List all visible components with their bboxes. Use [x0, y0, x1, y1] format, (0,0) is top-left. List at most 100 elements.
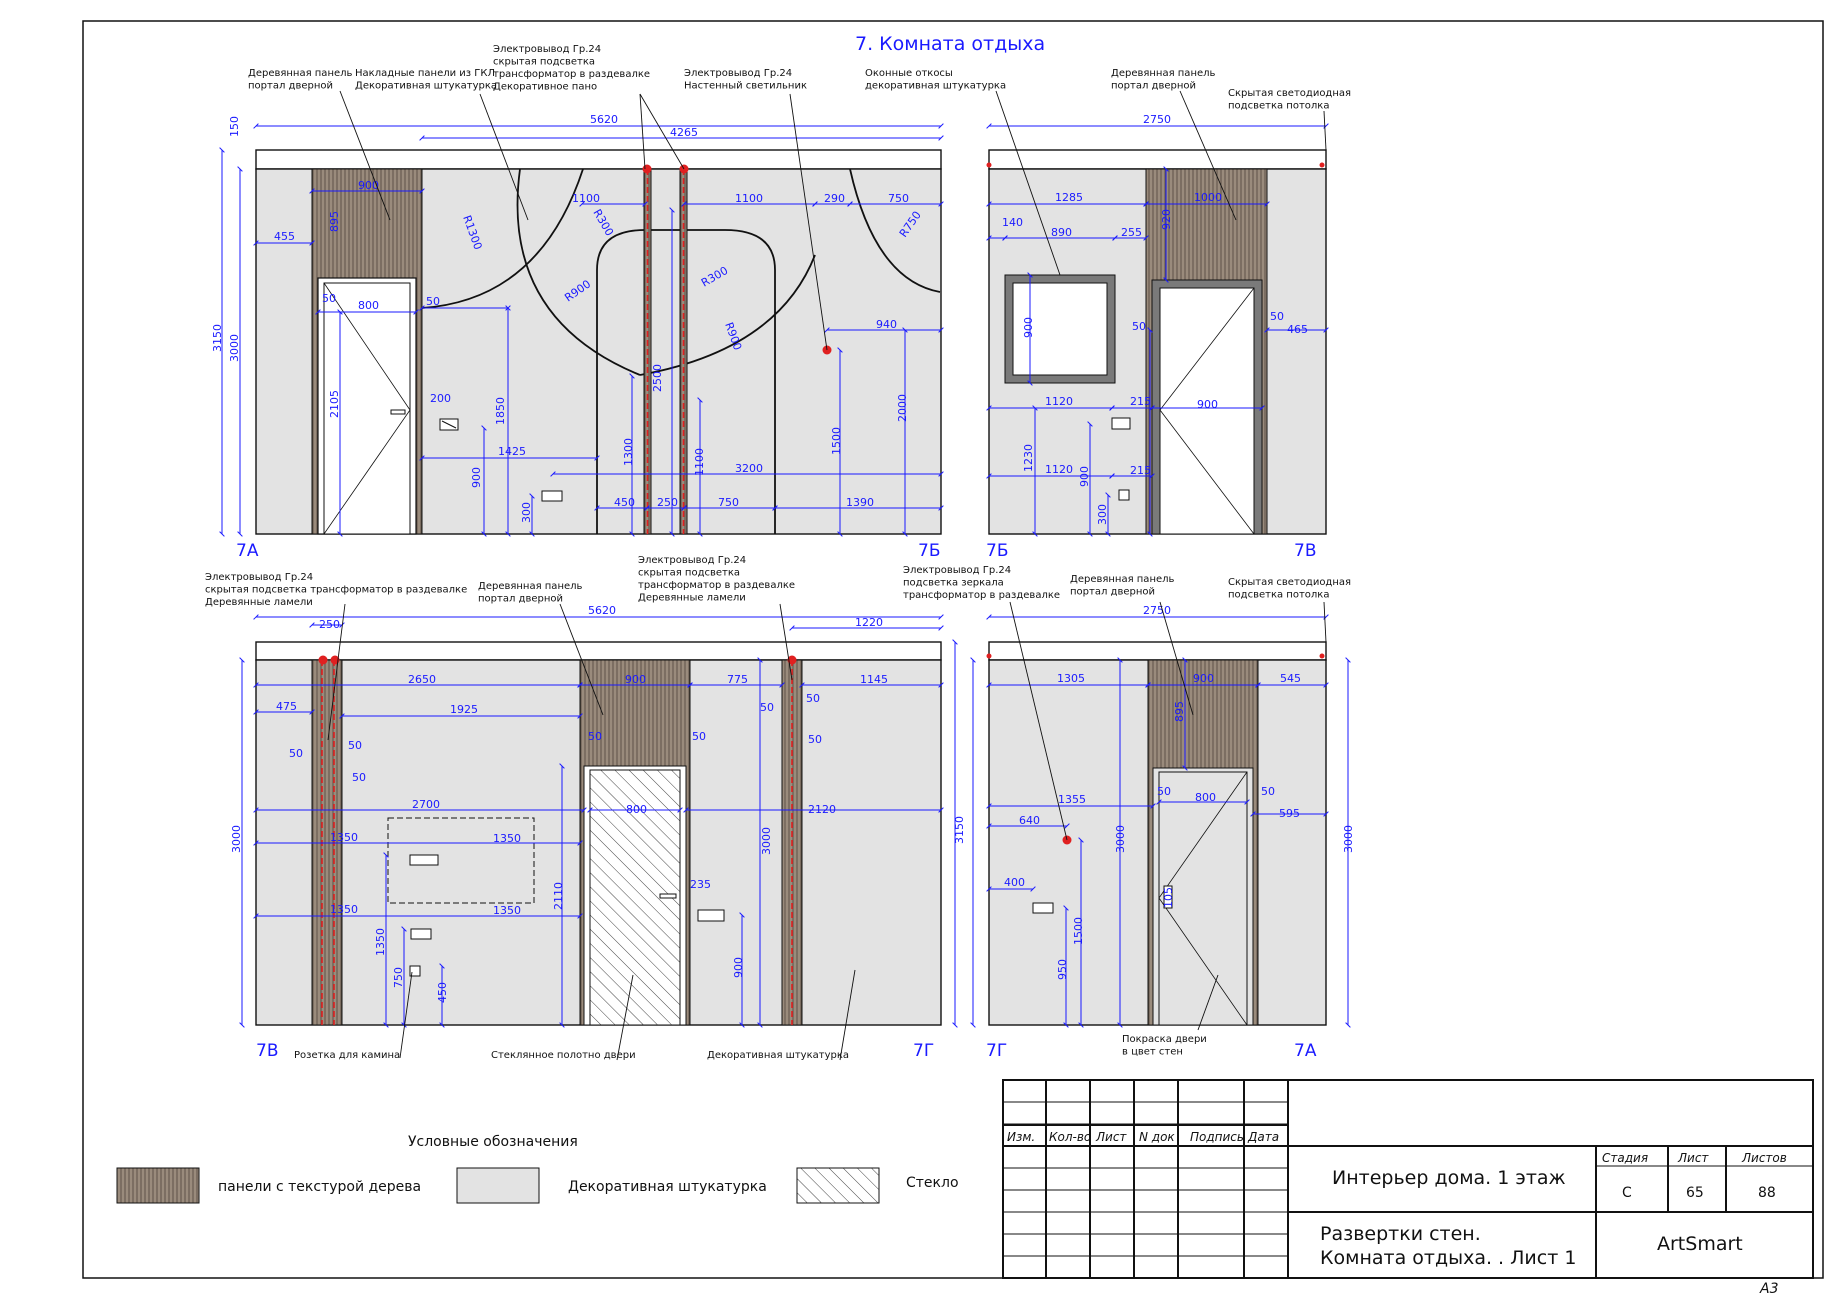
- dim-label: 5620: [590, 113, 618, 126]
- electrical-point: [986, 653, 992, 659]
- dim-label: 300: [1096, 504, 1109, 525]
- dim-label: 3150: [211, 324, 224, 352]
- dimension-lines: [952, 614, 1351, 1028]
- dim-label: 250: [319, 618, 340, 631]
- dim-label: 2500: [651, 364, 664, 392]
- dim-label: 255: [1121, 226, 1142, 239]
- dim-label: 900: [1022, 317, 1035, 338]
- tb-sheet-label: Лист: [1677, 1151, 1709, 1165]
- elevation-7a-7b: 5620 4265 150 3150 3000 900 895 455 50 8…: [211, 44, 944, 561]
- legend-label: Декоративная штукатурка: [568, 1179, 767, 1195]
- dim-label: 50: [1132, 320, 1146, 333]
- dim-label: 900: [732, 957, 745, 978]
- dim-label: 940: [876, 318, 897, 331]
- electrical-point: [986, 162, 992, 168]
- tb-header: Кол-во: [1049, 1130, 1091, 1144]
- electrical-point: [330, 655, 340, 665]
- dim-label: 50: [289, 747, 303, 760]
- dim-label: 1305: [1057, 672, 1085, 685]
- dim-label: 2105: [328, 390, 341, 418]
- dim-label: 900: [470, 467, 483, 488]
- electrical-point: [318, 655, 328, 665]
- dim-label: 920: [1160, 209, 1173, 230]
- dim-label: 750: [718, 496, 739, 509]
- dim-label: 895: [328, 211, 341, 232]
- ceiling-strip: [988, 149, 1327, 170]
- dim-label: 2750: [1143, 113, 1171, 126]
- socket-icon: [1118, 489, 1130, 501]
- switch-icon: [1111, 417, 1131, 430]
- arc-r1300: [421, 168, 584, 309]
- arc-r750: [849, 168, 941, 293]
- legend-label: панели с текстурой дерева: [218, 1179, 421, 1195]
- dim-label: 1390: [846, 496, 874, 509]
- switch-icon: [441, 420, 457, 429]
- electrical-point: [787, 655, 797, 665]
- dim-label: 400: [1004, 876, 1025, 889]
- dim-label: 1425: [498, 445, 526, 458]
- dim-label: 4265: [670, 126, 698, 139]
- room-title: 7. Комната отдыха: [855, 33, 1045, 55]
- electrical-point: [1319, 653, 1325, 659]
- callout-text: Стеклянное полотно двери: [491, 1050, 636, 1061]
- dim-label: 1145: [860, 673, 888, 686]
- door-handle: [390, 409, 406, 415]
- elevation-7b-7v: 2750 1285 920 1000 140 890 255 900 50 50…: [865, 68, 1351, 561]
- dim-label: 300: [520, 502, 533, 523]
- dim-label: 50: [1157, 785, 1171, 798]
- dim-label: 50: [348, 739, 362, 752]
- dim-label: 900: [1197, 398, 1218, 411]
- dim-label: 1230: [1022, 444, 1035, 472]
- tb-sheets-label: Листов: [1741, 1151, 1787, 1165]
- arched-niche: [596, 229, 776, 534]
- corner-label: 7В: [1294, 541, 1316, 561]
- switch-icon: [697, 909, 725, 922]
- corner-label: 7Б: [918, 541, 940, 561]
- dim-label: 50: [1270, 310, 1284, 323]
- dim-label: 950: [1056, 959, 1069, 980]
- socket-icon: [409, 854, 439, 866]
- tb-header: Дата: [1247, 1130, 1279, 1144]
- dim-label: 895: [1173, 701, 1186, 722]
- dim-label: 900: [1193, 672, 1214, 685]
- dim-label: 900: [625, 673, 646, 686]
- dim-label: 1850: [494, 397, 507, 425]
- dim-label: 750: [888, 192, 909, 205]
- legend-swatch-wood: [116, 1167, 200, 1204]
- dim-label: 3000: [760, 827, 773, 855]
- dim-label: 140: [1002, 216, 1023, 229]
- tb-header: Изм.: [1007, 1130, 1035, 1144]
- tb-sheets-total: 88: [1758, 1185, 1776, 1201]
- dim-label: 900: [358, 179, 379, 192]
- corner-label: 7Б: [986, 541, 1008, 561]
- elevation-7g-7a: 2750 1305 900 545 895 50 800 50 1355 595…: [903, 565, 1355, 1061]
- dim-label: 2650: [408, 673, 436, 686]
- dim-label: 1355: [1058, 793, 1086, 806]
- dim-label: 2000: [896, 394, 909, 422]
- dim-label: 105: [1162, 887, 1175, 908]
- tb-project: Интерьер дома. 1 этаж: [1332, 1167, 1566, 1189]
- dim-label: 545: [1280, 672, 1301, 685]
- callout-leaders: [339, 90, 828, 351]
- socket-icon: [410, 928, 432, 940]
- ceiling-strip: [255, 641, 942, 661]
- dim-label: 800: [358, 299, 379, 312]
- dim-label: 450: [436, 982, 449, 1003]
- sheet-format: A3: [1759, 1281, 1778, 1296]
- dim-label: 1285: [1055, 191, 1083, 204]
- dim-label: 3000: [230, 825, 243, 853]
- socket-icon: [541, 490, 563, 502]
- callout-text: Розетка для камина: [294, 1050, 400, 1061]
- dim-label: 290: [824, 192, 845, 205]
- tb-sheet-name: Развертки стен.Комната отдыха. . Лист 1: [1320, 1223, 1576, 1269]
- dim-label: 890: [1051, 226, 1072, 239]
- dim-label: 1350: [374, 928, 387, 956]
- dim-label: 1350: [330, 903, 358, 916]
- dim-label: 750: [392, 967, 405, 988]
- dim-label: 1120: [1045, 463, 1073, 476]
- dim-label: 2120: [808, 803, 836, 816]
- dim-label: 50: [806, 692, 820, 705]
